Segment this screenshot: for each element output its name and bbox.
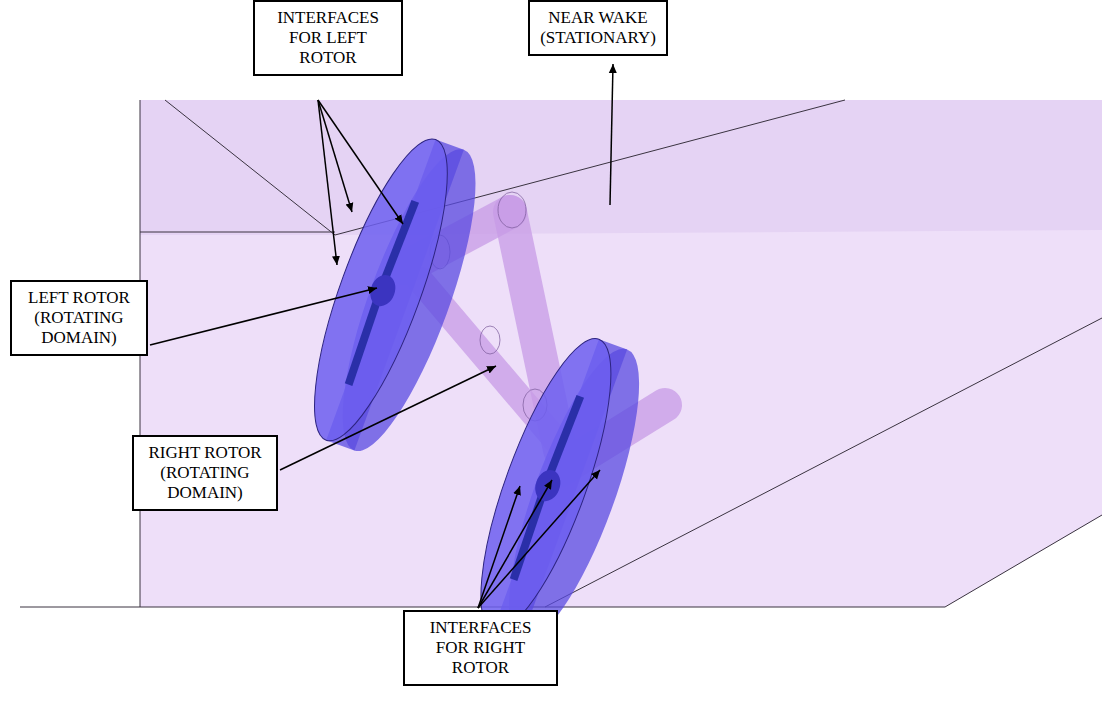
callout-box: NEAR WAKE (STATIONARY) — [528, 0, 668, 56]
callout-box: INTERFACES FOR LEFT ROTOR — [253, 0, 403, 76]
callout-text: INTERFACES FOR LEFT ROTOR — [271, 8, 385, 68]
callout-text: INTERFACES FOR RIGHT ROTOR — [415, 618, 546, 678]
callout-text: NEAR WAKE (STATIONARY) — [535, 8, 661, 48]
callout-box: RIGHT ROTOR (ROTATING DOMAIN) — [132, 435, 278, 511]
callout-text: LEFT ROTOR (ROTATING DOMAIN) — [17, 288, 141, 348]
callout-text: RIGHT ROTOR (ROTATING DOMAIN) — [139, 443, 271, 503]
callout-box: LEFT ROTOR (ROTATING DOMAIN) — [10, 280, 148, 356]
callout-box: INTERFACES FOR RIGHT ROTOR — [403, 610, 558, 686]
